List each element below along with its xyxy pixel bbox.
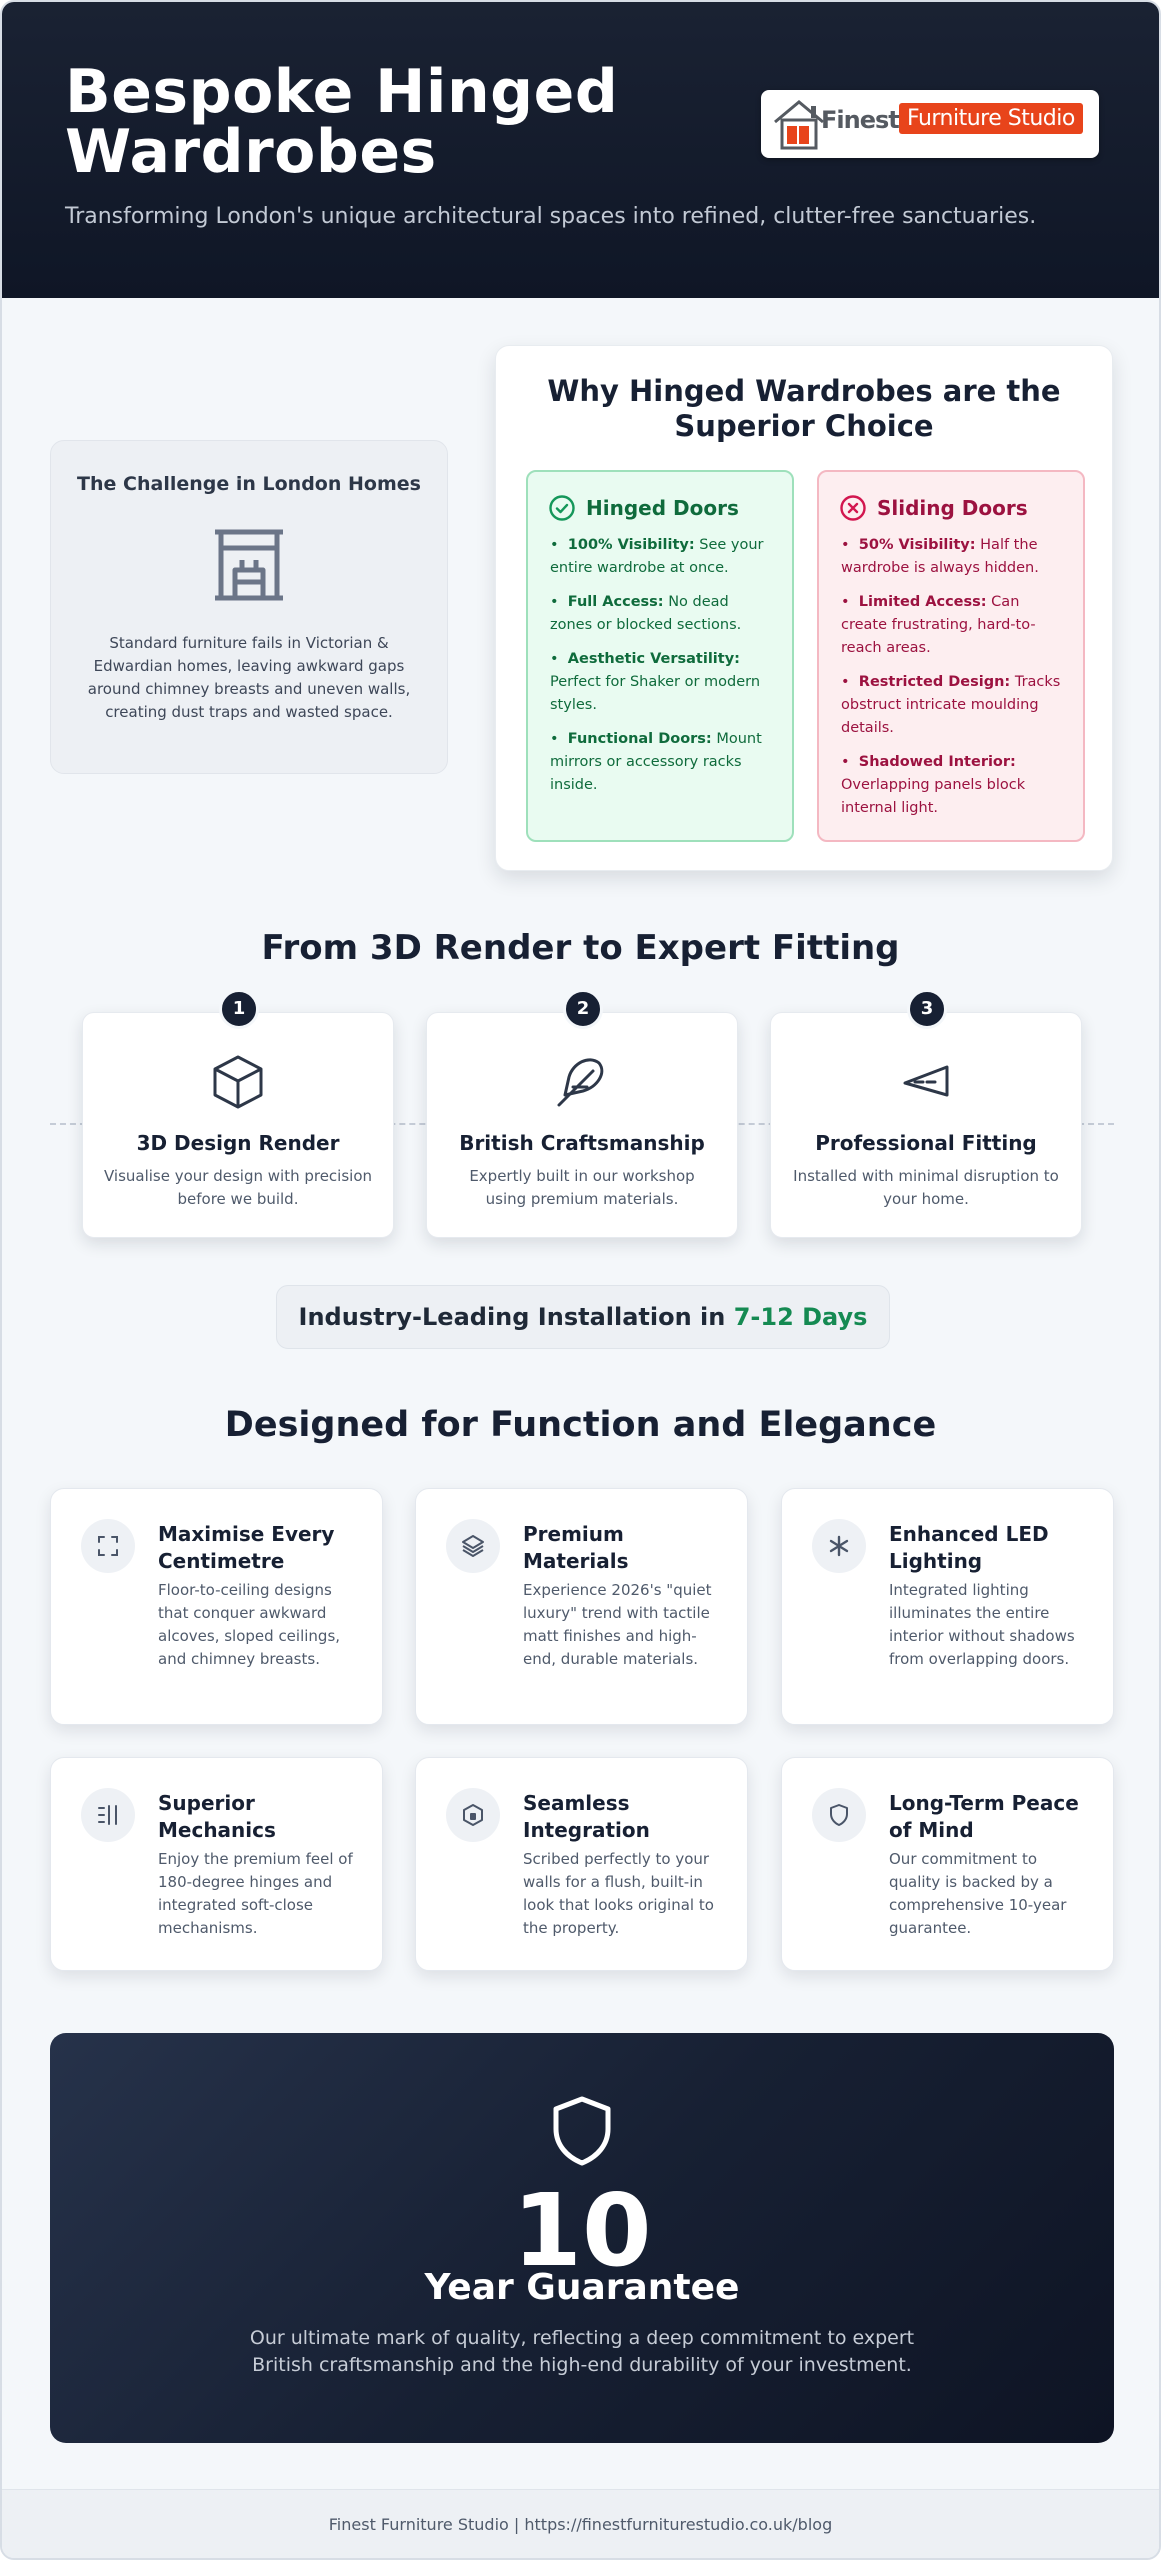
step-title: British Craftsmanship (459, 1131, 705, 1155)
footer: Finest Furniture Studio | https://finest… (2, 2489, 1159, 2558)
list-item: • Functional Doors: Mount mirrors or acc… (550, 731, 762, 793)
step-number: 3 (907, 989, 947, 1029)
list-item: • Limited Access: Can create frustrating… (841, 594, 1036, 656)
shield-icon (830, 1804, 848, 1826)
feature-text: Scribed perfectly to your walls for a fl… (523, 1850, 714, 1937)
feature-title: Premium Materials (523, 1522, 629, 1573)
title-line-2: Wardrobes (65, 117, 437, 187)
step-number: 1 (219, 989, 259, 1029)
hinged-doors-title: Hinged Doors (586, 496, 739, 520)
feature-card: Premium Materials Experience 2026's "qui… (415, 1488, 748, 1725)
challenge-card: The Challenge in London Homes Standard f… (50, 440, 448, 774)
hexagon-icon (463, 1804, 483, 1826)
sliding-doors-title: Sliding Doors (877, 496, 1028, 520)
step-text: Visualise your design with precision bef… (103, 1167, 373, 1208)
list-item: • 100% Visibility: See your entire wardr… (550, 537, 764, 576)
list-item: • Aesthetic Versatility: Perfect for Sha… (550, 651, 761, 713)
challenge-text: Standard furniture fails in Victorian & … (87, 634, 411, 721)
title-line-1: Bespoke Hinged (65, 57, 619, 127)
feature-text: Enjoy the premium feel of 180-degree hin… (158, 1850, 353, 1937)
feature-title: Long-Term Peace of Mind (889, 1791, 1079, 1842)
guarantee-label: Year Guarantee (424, 2267, 740, 2308)
features-title: Designed for Function and Elegance (224, 1405, 937, 1445)
check-circle-icon (549, 495, 575, 521)
feature-title: Superior Mechanics (158, 1791, 276, 1842)
feature-card: Seamless Integration Scribed perfectly t… (415, 1757, 748, 1971)
fireplace-icon (215, 529, 283, 601)
process-title: From 3D Render to Expert Fitting (261, 928, 900, 968)
guarantee-banner: 10 Year Guarantee Our ultimate mark of q… (50, 2033, 1114, 2443)
feature-title: Enhanced LED Lighting (889, 1522, 1049, 1573)
feature-title: Maximise Every Centimetre (158, 1522, 335, 1573)
installation-label: Industry-Leading Installation in (298, 1303, 734, 1331)
step-title: 3D Design Render (136, 1131, 340, 1155)
feature-text: Floor-to-ceiling designs that conquer aw… (158, 1581, 341, 1668)
sliding-doors-column: Sliding Doors • 50% Visibility: Half the… (817, 470, 1085, 842)
installation-badge: Industry-Leading Installation in 7-12 Da… (276, 1285, 890, 1349)
brand-logo: Finest Furniture Studio (761, 90, 1099, 158)
logo-word-finest: Finest (821, 106, 900, 134)
feature-title: Seamless Integration (523, 1791, 650, 1842)
feature-card: Long-Term Peace of Mind Our commitment t… (781, 1757, 1114, 1971)
guarantee-text: Our ultimate mark of quality, reflecting… (249, 2327, 915, 2376)
wrench-icon (903, 1065, 949, 1097)
step-text: Installed with minimal disruption to you… (793, 1167, 1059, 1208)
hinged-doors-column: Hinged Doors • 100% Visibility: See your… (526, 470, 794, 842)
hinge-icon (98, 1805, 117, 1825)
feature-text: Our commitment to quality is backed by a… (889, 1850, 1067, 1937)
maximize-icon (98, 1536, 118, 1556)
sliding-doors-list: • 50% Visibility: Half the wardrobe is a… (839, 534, 1063, 820)
logo-word-furniture-studio: Furniture Studio (899, 103, 1083, 134)
installation-days: 7-12 Days (733, 1303, 868, 1331)
hinged-doors-list: • 100% Visibility: See your entire wardr… (548, 534, 772, 797)
footer-text: Finest Furniture Studio | https://finest… (328, 2515, 833, 2534)
hinged-doors-header: Hinged Doors (548, 494, 772, 522)
list-item: • Shadowed Interior: Overlapping panels … (841, 754, 1026, 816)
feature-card: Enhanced LED Lighting Integrated lightin… (781, 1488, 1114, 1725)
sliding-doors-header: Sliding Doors (839, 494, 1063, 522)
list-item: • Full Access: No dead zones or blocked … (550, 594, 742, 633)
feature-text: Integrated lighting illuminates the enti… (889, 1581, 1075, 1668)
x-circle-icon (840, 495, 866, 521)
feather-icon (557, 1058, 604, 1107)
feature-text: Experience 2026's "quiet luxury" trend w… (523, 1581, 712, 1668)
process-step-3: 3 Professional Fitting Installed with mi… (770, 989, 1082, 1238)
house-logo-icon (774, 100, 824, 150)
header: Bespoke Hinged Wardrobes Transforming Lo… (2, 2, 1159, 298)
page-subtitle: Transforming London's unique architectur… (65, 204, 1037, 229)
cube-icon (213, 1055, 263, 1109)
step-text: Expertly built in our workshop using pre… (469, 1167, 695, 1208)
comparison-card: Why Hinged Wardrobes are the Superior Ch… (495, 345, 1113, 871)
process-step-1: 1 3D Design Render Visualise your design… (82, 989, 394, 1238)
layers-icon (462, 1535, 484, 1557)
list-item: • Restricted Design: Tracks obstruct int… (841, 674, 1061, 736)
shield-icon (553, 2096, 611, 2166)
feature-card: Superior Mechanics Enjoy the premium fee… (50, 1757, 383, 1971)
sparkle-icon (829, 1535, 849, 1557)
guarantee-years: 10 (512, 2172, 652, 2289)
step-number: 2 (563, 989, 603, 1029)
process-step-2: 2 British Craftsmanship Expertly built i… (426, 989, 738, 1238)
challenge-title: The Challenge in London Homes (77, 473, 421, 495)
list-item: • 50% Visibility: Half the wardrobe is a… (841, 537, 1039, 576)
page-title: Bespoke Hinged Wardrobes (65, 62, 685, 182)
comparison-title: Why Hinged Wardrobes are the Superior Ch… (547, 374, 1061, 443)
step-title: Professional Fitting (815, 1131, 1037, 1155)
feature-card: Maximise Every Centimetre Floor-to-ceili… (50, 1488, 383, 1725)
